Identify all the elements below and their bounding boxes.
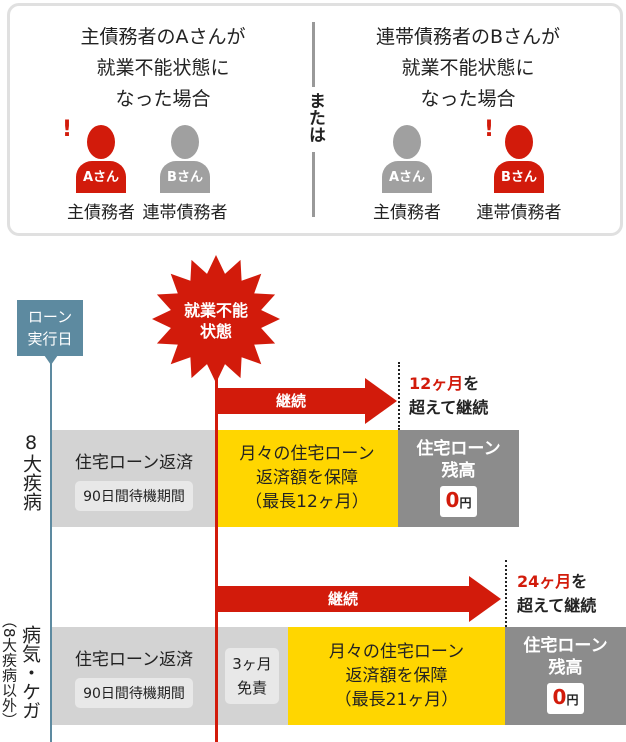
exclamation-icon: ! (484, 117, 495, 142)
repay-label: 住宅ローン返済 (74, 453, 194, 473)
note-text: 超えて継続 (517, 596, 597, 615)
exempt-line: 免責 (236, 679, 267, 697)
row-label-illness-injury: 病気・ケガ (19, 625, 41, 720)
note-months: 12ヶ月 (409, 374, 464, 393)
continue-note: 24ヶ月を超えて継続 (517, 570, 596, 618)
continue-arrow: 継続 (216, 586, 470, 612)
zero-value: 0 (552, 685, 567, 709)
note-text: 超えて継続 (409, 398, 489, 417)
arrow-head-icon (365, 378, 397, 424)
person-badge: Aさん (76, 161, 126, 193)
role-label: 主債務者 (373, 203, 441, 223)
or-label: または (305, 92, 325, 143)
case-b-heading: 連帯債務者のBさんが 就業不能状態に なった場合 (338, 22, 598, 115)
starburst-icon (152, 255, 280, 383)
person-badge: Bさん (160, 161, 210, 193)
heading-line: 連帯債務者のBさんが (375, 26, 561, 48)
heading-line: 就業不能状態に (401, 57, 535, 79)
person-badge: Bさん (494, 161, 544, 193)
role-label: 連帯債務者 (142, 203, 228, 223)
person-icon-b: Bさん (494, 125, 544, 195)
guarantee-line: 返済額を保障 (345, 666, 448, 686)
dotted-line (505, 560, 507, 627)
divider (312, 152, 315, 217)
waiting-period-chip: 90日間待機期間 (75, 481, 193, 511)
heading-line: なった場合 (115, 88, 211, 110)
case-a-heading: 主債務者のAさんが 就業不能状態に なった場合 (33, 22, 293, 115)
yen-unit: 円 (459, 496, 472, 510)
heading-line: 就業不能状態に (96, 57, 230, 79)
burst-line: 就業不能 (183, 301, 248, 320)
arrow-head-icon (469, 576, 501, 622)
note-months: 24ヶ月 (517, 572, 572, 591)
role-label: 連帯債務者 (476, 203, 562, 223)
dotted-line (398, 362, 400, 430)
burst-line: 状態 (199, 322, 232, 341)
guarantee-line: （最長21ヶ月） (334, 690, 459, 710)
exempt-line: 3ヶ月 (232, 655, 272, 673)
balance-line: 残高 (441, 461, 476, 481)
guarantee-line: 月々の住宅ローン (239, 444, 375, 464)
heading-line: なった場合 (420, 88, 516, 110)
loan-balance-cleared: 住宅ローン 残高 0円 (398, 430, 519, 527)
guarantee-line: 返済額を保障 (256, 468, 358, 488)
guarantee-period: 月々の住宅ローン 返済額を保障 （最長21ヶ月） (288, 627, 505, 725)
note-text: を (571, 572, 588, 591)
person-badge: Aさん (382, 161, 432, 193)
loan-start-line (50, 360, 52, 742)
incapacity-burst-label: 就業不能 状態 (166, 300, 266, 342)
marker-line: ローン (27, 308, 73, 326)
guarantee-period: 月々の住宅ローン 返済額を保障 （最長12ヶ月） (216, 430, 398, 527)
continue-arrow: 継続 (216, 388, 366, 414)
repay-label: 住宅ローン返済 (74, 650, 194, 670)
note-text: を (463, 374, 480, 393)
guarantee-line: （最長12ヶ月） (245, 492, 369, 512)
divider (312, 22, 315, 87)
heading-line: 主債務者のAさんが (80, 26, 246, 48)
scenario-box (7, 3, 623, 236)
zero-value: 0 (445, 488, 460, 512)
person-icon-a: Aさん (382, 125, 432, 195)
repayment-period: 住宅ローン返済 90日間待機期間 (52, 430, 216, 527)
zero-yen-badge: 0円 (439, 486, 478, 517)
loan-start-marker: ローン 実行日 (17, 300, 83, 356)
row-label-8-diseases: 8大疾病 (20, 432, 42, 511)
person-icon-b: Bさん (160, 125, 210, 195)
marker-line: 実行日 (27, 330, 73, 348)
continue-note: 12ヶ月を超えて継続 (409, 372, 488, 420)
incapacity-line (215, 378, 218, 742)
guarantee-line: 月々の住宅ローン (328, 642, 465, 662)
exemption-chip: 3ヶ月 免責 (225, 648, 279, 704)
waiting-period-chip: 90日間待機期間 (75, 678, 193, 708)
exclamation-icon: ! (62, 117, 73, 142)
loan-balance-cleared: 住宅ローン 残高 0円 (505, 627, 626, 725)
balance-line: 住宅ローン (416, 439, 501, 459)
role-label: 主債務者 (67, 203, 135, 223)
balance-line: 住宅ローン (523, 636, 608, 656)
balance-line: 残高 (548, 658, 583, 678)
person-icon-a: Aさん (76, 125, 126, 195)
repayment-text: 住宅ローン返済 90日間待機期間 (52, 645, 216, 708)
zero-yen-badge: 0円 (546, 683, 585, 714)
yen-unit: 円 (566, 693, 579, 707)
row-label-sub: （8大疾病以外） (0, 613, 18, 728)
